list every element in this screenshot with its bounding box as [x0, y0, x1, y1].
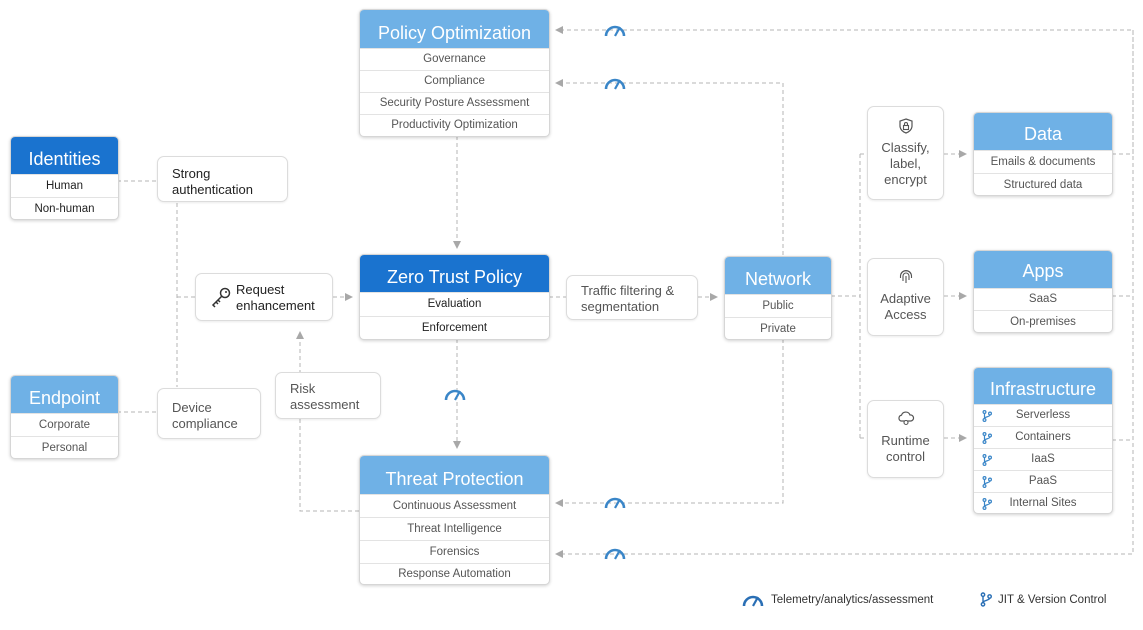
identities-title: Identities: [11, 137, 118, 174]
infrastructure-title: Infrastructure: [974, 368, 1112, 404]
zero-trust-policy-card[interactable]: Zero Trust Policy Evaluation Enforcement: [359, 254, 550, 340]
infra-item-label: Internal Sites: [1009, 497, 1077, 509]
network-card[interactable]: Network Public Private: [724, 256, 832, 340]
policy-optimization-title: Policy Optimization: [360, 10, 549, 48]
endpoint-item-corporate: Corporate: [11, 413, 118, 436]
infra-item-iaas: IaaS: [974, 448, 1112, 470]
gauge-icon: [604, 78, 626, 90]
identities-card[interactable]: Identities Human Non-human: [10, 136, 119, 220]
request-enhancement-node[interactable]: Request enhancement: [195, 273, 333, 321]
apps-item-saas: SaaS: [974, 288, 1112, 310]
device-compliance-node[interactable]: Device compliance: [157, 388, 261, 439]
request-enhancement-label: Request enhancement: [236, 282, 315, 313]
apps-item-on-premises: On-premises: [974, 310, 1112, 332]
policy-item-security-posture: Security Posture Assessment: [360, 92, 549, 114]
policy-item-governance: Governance: [360, 48, 549, 70]
data-item-structured: Structured data: [974, 173, 1112, 195]
branch-icon: [982, 497, 992, 510]
data-title: Data: [974, 113, 1112, 150]
endpoint-title: Endpoint: [11, 376, 118, 413]
shield-icon: [899, 118, 913, 134]
gauge-icon: [604, 25, 626, 37]
traffic-filtering-node[interactable]: Traffic filtering & segmentation: [566, 275, 698, 320]
legend-jit: JIT & Version Control: [980, 591, 1106, 609]
branch-icon: [982, 453, 992, 466]
apps-card[interactable]: Apps SaaS On-premises: [973, 250, 1113, 333]
legend-jit-label: JIT & Version Control: [998, 594, 1107, 606]
infra-item-paas: PaaS: [974, 470, 1112, 492]
infra-item-internal-sites: Internal Sites: [974, 492, 1112, 513]
gauge-icon: [604, 548, 626, 560]
zero-trust-policy-title: Zero Trust Policy: [360, 255, 549, 292]
runtime-control-label: Runtime control: [881, 433, 930, 464]
branch-icon: [982, 409, 992, 422]
endpoint-item-personal: Personal: [11, 436, 118, 458]
infra-item-serverless: Serverless: [974, 404, 1112, 426]
policy-optimization-card[interactable]: Policy Optimization Governance Complianc…: [359, 9, 550, 137]
branch-icon: [982, 475, 992, 488]
threat-item-response-automation: Response Automation: [360, 563, 549, 584]
data-card[interactable]: Data Emails & documents Structured data: [973, 112, 1113, 196]
identities-item-non-human: Non-human: [11, 197, 118, 219]
threat-item-continuous-assessment: Continuous Assessment: [360, 494, 549, 517]
branch-icon: [982, 431, 992, 444]
gauge-icon: [742, 595, 764, 607]
infrastructure-card[interactable]: Infrastructure Serverless Containers Iaa…: [973, 367, 1113, 514]
legend-telemetry-label: Telemetry/analytics/assessment: [771, 594, 934, 606]
adaptive-access-node[interactable]: Adaptive Access: [867, 258, 944, 336]
zero-trust-item-evaluation: Evaluation: [360, 292, 549, 316]
classify-label: Classify, label, encrypt: [881, 140, 930, 187]
infra-item-label: IaaS: [1031, 453, 1055, 465]
network-title: Network: [725, 257, 831, 294]
risk-assessment-node[interactable]: Risk assessment: [275, 372, 381, 419]
gauge-icon: [604, 497, 626, 509]
endpoint-card[interactable]: Endpoint Corporate Personal: [10, 375, 119, 459]
runtime-control-node[interactable]: Runtime control: [867, 400, 944, 478]
infra-item-label: Serverless: [1015, 409, 1071, 421]
identities-item-human: Human: [11, 174, 118, 197]
network-item-public: Public: [725, 294, 831, 317]
gauge-icon: [444, 389, 466, 401]
fingerprint-icon: [899, 270, 913, 283]
network-item-private: Private: [725, 317, 831, 339]
legend-telemetry: Telemetry/analytics/assessment: [741, 591, 933, 609]
threat-item-forensics: Forensics: [360, 540, 549, 563]
infra-item-containers: Containers: [974, 426, 1112, 448]
infra-item-label: Containers: [1015, 431, 1071, 443]
policy-item-compliance: Compliance: [360, 70, 549, 92]
cloud-gear-icon: [898, 411, 915, 426]
key-icon: [211, 287, 231, 308]
adaptive-access-label: Adaptive Access: [880, 291, 931, 322]
apps-title: Apps: [974, 251, 1112, 288]
branch-icon: [980, 592, 992, 608]
strong-authentication-node[interactable]: Strong authentication: [157, 156, 288, 202]
classify-label-encrypt-node[interactable]: Classify, label, encrypt: [867, 106, 944, 200]
policy-item-productivity: Productivity Optimization: [360, 114, 549, 136]
threat-item-threat-intelligence: Threat Intelligence: [360, 517, 549, 540]
threat-protection-title: Threat Protection: [360, 456, 549, 494]
zero-trust-item-enforcement: Enforcement: [360, 316, 549, 339]
data-item-emails: Emails & documents: [974, 150, 1112, 173]
threat-protection-card[interactable]: Threat Protection Continuous Assessment …: [359, 455, 550, 585]
infra-item-label: PaaS: [1028, 475, 1058, 487]
